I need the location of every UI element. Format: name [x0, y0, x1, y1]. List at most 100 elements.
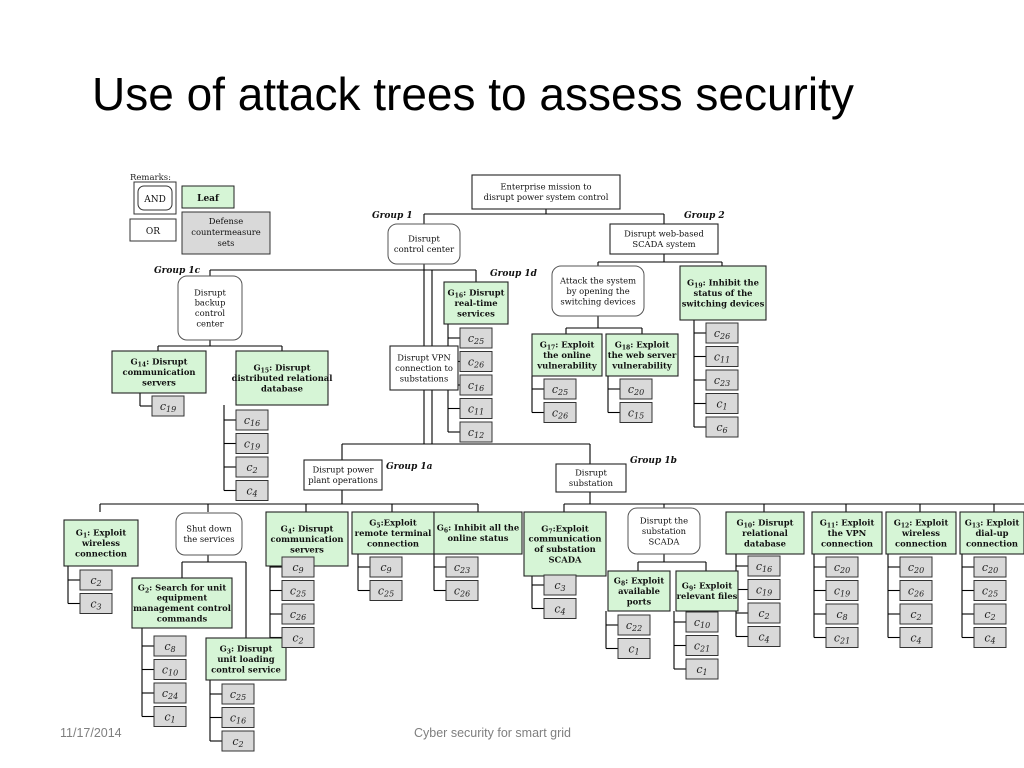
countermeasure-box [685, 635, 719, 656]
countermeasure-box [899, 627, 933, 648]
countermeasure-label: c9 [292, 561, 303, 575]
g2-label-line: G2: Search for unit [138, 582, 227, 594]
or-node-box [177, 275, 243, 341]
node-vpn [389, 345, 459, 391]
countermeasure-box [747, 602, 781, 624]
node-g11 [811, 511, 883, 555]
countermeasure-box [685, 658, 719, 680]
countermeasure-label: c10 [162, 664, 178, 678]
countermeasure-box [747, 626, 781, 647]
leaf-node-box [351, 511, 435, 555]
g4-label-line: servers [290, 544, 324, 554]
node-shut-down [175, 512, 243, 556]
backup_cc-label-line: control [195, 308, 226, 318]
countermeasure-label: c10 [694, 616, 710, 630]
vpn-label-line: Disrupt VPN [397, 353, 451, 363]
leaf-node-box [235, 350, 329, 406]
g18-label-line: vulnerability [611, 360, 673, 370]
legend-and-frame [133, 181, 177, 215]
countermeasure-box [705, 346, 739, 367]
countermeasure-label: c16 [244, 414, 260, 428]
countermeasure-box [153, 682, 187, 704]
g13-label-line: G13: Exploit [965, 518, 1020, 530]
countermeasure-box [459, 327, 493, 349]
countermeasure-label: c21 [834, 632, 850, 646]
countermeasure-box [899, 603, 933, 625]
node-g15 [235, 350, 329, 406]
countermeasure-box [235, 433, 269, 454]
legend-or-label: OR [146, 227, 160, 237]
node-g2 [131, 577, 233, 629]
backup_cc-label-line: Disrupt [194, 287, 226, 297]
scada_web-label-line: Disrupt web-based [624, 229, 704, 239]
legend-leaf-box [181, 185, 235, 209]
legend-or-box [129, 218, 177, 242]
countermeasure-label: c25 [378, 585, 394, 599]
countermeasure-label: c8 [164, 640, 175, 654]
node-g14 [111, 350, 207, 394]
node-g9 [675, 570, 739, 612]
leaf-node-box [725, 511, 805, 555]
vpn-label-line: connection to [395, 363, 453, 373]
g9-label-line: relevant files [677, 591, 738, 601]
g17-label-line: vulnerability [536, 360, 598, 370]
g11-label-line: connection [821, 538, 873, 548]
control_center-label-line: Disrupt [408, 234, 440, 244]
g14-label-line: G14: Disrupt [131, 357, 188, 369]
node-g17 [531, 333, 603, 377]
countermeasure-label: c26 [468, 356, 484, 370]
legend-and-label: AND [143, 195, 166, 205]
attack_switch-label-line: switching devices [560, 296, 635, 306]
g6-label-line: G6: Inhibit all the [437, 523, 519, 535]
g12-label-line: G12: Exploit [894, 518, 949, 530]
legend-defense-label: sets [218, 238, 235, 248]
countermeasure-label: c19 [834, 585, 850, 599]
g8-label-line: ports [627, 596, 652, 606]
countermeasure-label: c2 [90, 574, 101, 588]
slide-title: Use of attack trees to assess security [92, 68, 854, 120]
leaf-node-box [63, 519, 139, 567]
countermeasure-label: c25 [230, 688, 246, 702]
countermeasure-box [543, 574, 577, 596]
sub_scada-label-line: Disrupt the [640, 516, 688, 526]
countermeasure-label: c2 [758, 607, 769, 621]
g15-label-line: G15: Disrupt [254, 363, 311, 375]
legend-defense-label: countermeasure [191, 227, 260, 237]
countermeasure-box [543, 598, 577, 619]
g10-label-line: database [744, 538, 786, 548]
g17-label-line: G17: Exploit [540, 340, 595, 352]
g7-label-line: G7:Exploit [541, 523, 589, 535]
root-label-line: disrupt power system control [484, 192, 609, 202]
countermeasure-label: c11 [468, 403, 484, 417]
countermeasure-label: c12 [468, 426, 484, 440]
g3-label-line: unit loading [217, 654, 274, 664]
countermeasure-box [153, 659, 187, 680]
backup_cc-label-line: backup [195, 298, 226, 308]
footer-center-text: Cyber security for smart grid [414, 726, 571, 740]
countermeasure-box [459, 351, 493, 372]
countermeasure-box [899, 580, 933, 601]
vpn-label-line: substations [400, 373, 449, 383]
countermeasure-label: c20 [628, 383, 644, 397]
g4-label-line: G4: Disrupt [281, 524, 334, 536]
g2-label-line: commands [157, 614, 208, 624]
group-label-g1: Group 1 [372, 211, 413, 221]
legend-defense-box [181, 211, 271, 255]
g2-label-line: management control [133, 603, 231, 613]
g7-label-line: communication [528, 534, 601, 544]
g12-label-line: wireless [901, 528, 940, 538]
g1-label-line: wireless [81, 538, 120, 548]
countermeasure-label: c16 [756, 560, 772, 574]
node-g19 [679, 265, 767, 321]
g11-label-line: G11: Exploit [820, 518, 875, 530]
countermeasure-box [281, 627, 315, 648]
node-substation [555, 463, 627, 493]
or-node-box [627, 507, 701, 555]
countermeasure-label: c19 [756, 584, 772, 598]
g7-label-line: SCADA [549, 555, 582, 565]
g5-label-line: connection [367, 538, 419, 548]
g18-label-line: G18: Exploit [615, 340, 670, 352]
g1-label-line: connection [75, 548, 127, 558]
g18-label-line: the web server [608, 350, 677, 360]
